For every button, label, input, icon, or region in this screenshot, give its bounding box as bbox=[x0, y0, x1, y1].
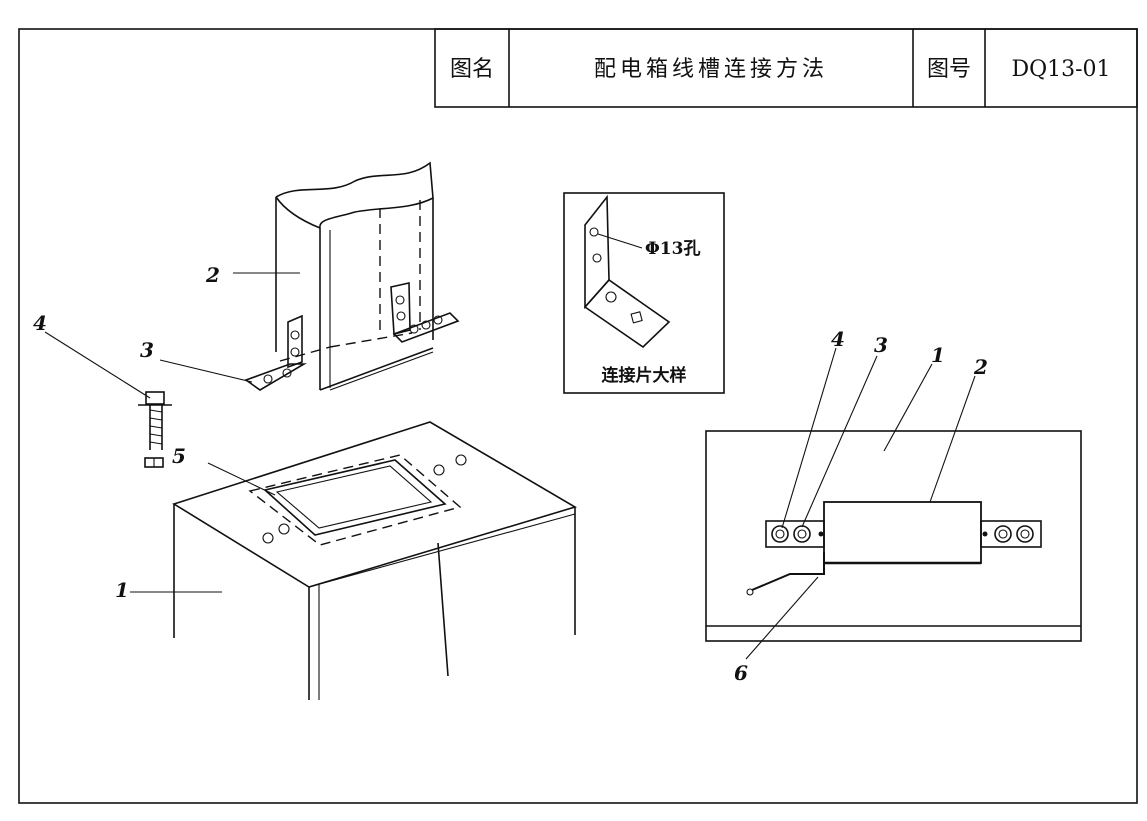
callout-opening: 5 bbox=[172, 444, 186, 468]
drawing-number-label: 图号 bbox=[927, 57, 971, 82]
drawing-frame bbox=[18, 28, 1138, 804]
callout-bolt: 4 bbox=[33, 311, 47, 335]
connector-detail: Φ13孔 连接片大样 bbox=[563, 192, 725, 394]
plan-ground-wire bbox=[746, 552, 825, 596]
plan-callout-box: 1 bbox=[931, 343, 945, 367]
plan-connector-left bbox=[765, 520, 825, 548]
bolt-drawing bbox=[138, 391, 172, 468]
plan-callout-ground-wire: 6 bbox=[734, 661, 748, 685]
plan-trough bbox=[823, 501, 982, 565]
plan-connector-right bbox=[980, 520, 1042, 548]
drawing-name-label: 图名 bbox=[450, 57, 494, 82]
detail-caption: 连接片大样 bbox=[602, 365, 687, 386]
trough-connector-plates bbox=[244, 282, 460, 391]
drawing-name: 配电箱线槽连接方法 bbox=[594, 57, 828, 82]
callout-box: 1 bbox=[115, 578, 129, 602]
plan-callout-connector-plate: 3 bbox=[874, 333, 888, 357]
drawing-number: DQ13-01 bbox=[1011, 57, 1110, 82]
detail-frame bbox=[563, 192, 725, 394]
main-leader-lines bbox=[44, 272, 300, 593]
plan-view: 4 3 1 2 6 bbox=[705, 327, 1082, 685]
callout-trough: 2 bbox=[205, 263, 220, 287]
plan-box-outline bbox=[705, 430, 1082, 642]
distribution-box-drawing bbox=[172, 421, 577, 700]
plan-leader-lines bbox=[745, 347, 976, 660]
plan-callout-bolt: 4 bbox=[831, 327, 845, 351]
callout-connector-plate: 3 bbox=[140, 338, 154, 362]
plan-callout-trough: 2 bbox=[973, 355, 988, 379]
isometric-view: 2 3 4 5 1 bbox=[33, 161, 577, 700]
hole-label: Φ13孔 bbox=[645, 239, 700, 259]
wire-trough-drawing bbox=[275, 161, 434, 391]
title-block: 图名 配电箱线槽连接方法 图号 DQ13-01 bbox=[434, 28, 1138, 108]
